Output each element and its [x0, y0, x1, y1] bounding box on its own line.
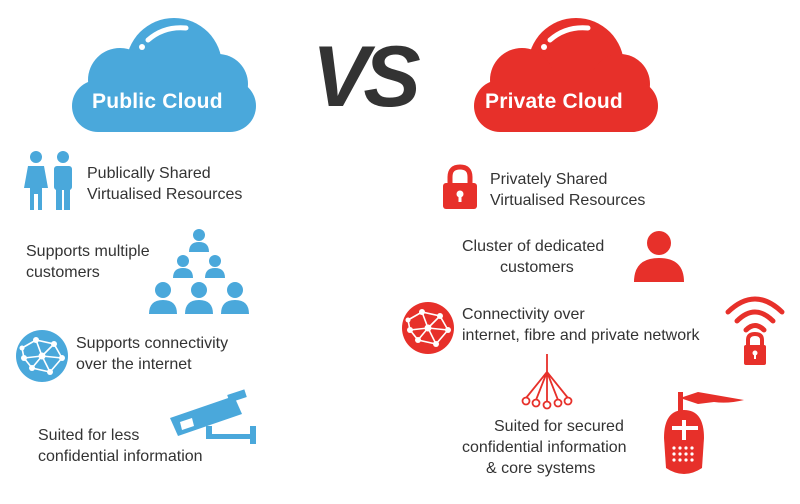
private-item-shared-text: Privately Shared Virtualised Resources [490, 171, 646, 209]
people-icon [24, 151, 72, 210]
private-cloud-badge [466, 14, 666, 136]
private-item-connectivity-text: Connectivity over internet, fibre and pr… [462, 306, 700, 344]
public-cloud-badge [64, 14, 264, 136]
person-icon [634, 231, 684, 282]
public-item-shared-text: Publically Shared Virtualised Resources [87, 165, 243, 203]
private-cloud-label: Private Cloud [485, 90, 623, 113]
knight-helmet-icon [664, 392, 744, 474]
private-item-cluster-text: Cluster of dedicated customers [462, 238, 605, 276]
private-cloud-icon [474, 18, 658, 132]
public-item-confidential-text: Suited for less confidential information [38, 427, 203, 465]
vs-label: VS [312, 29, 421, 125]
padlock-icon [443, 164, 477, 209]
fibre-network-icon [521, 354, 573, 410]
public-item-multiple-text: Supports multiple customers [26, 243, 150, 281]
public-cloud-label: Public Cloud [92, 90, 223, 113]
private-globe-network-icon [402, 302, 454, 354]
public-item-connectivity-text: Supports connectivity over the internet [76, 335, 229, 373]
globe-network-icon [16, 330, 68, 382]
public-cloud-icon [72, 18, 256, 132]
customer-pyramid-icon [149, 229, 249, 314]
security-camera-icon [170, 389, 256, 444]
private-item-secured-text: Suited for secured confidential informat… [462, 418, 627, 477]
secure-wifi-icon [725, 296, 785, 365]
